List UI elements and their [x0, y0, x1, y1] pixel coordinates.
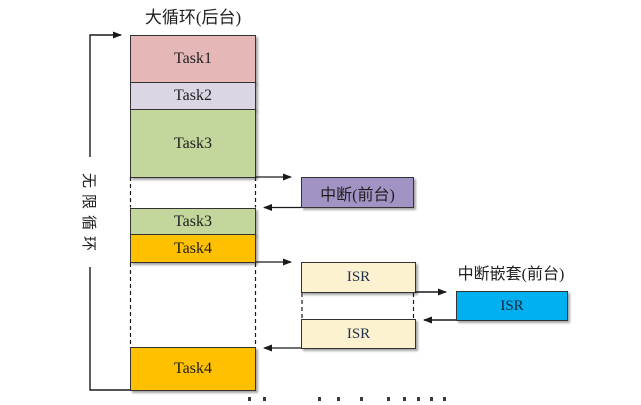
- interrupt-box: 中断(前台): [301, 177, 414, 208]
- nested-isr-box: ISR: [456, 291, 568, 321]
- task4-first-box: Task4: [130, 234, 256, 263]
- nested-interrupt-title: 中断嵌套(前台): [457, 266, 565, 283]
- task4-first-label: Task4: [174, 239, 212, 257]
- task3-first-label: Task3: [174, 134, 212, 152]
- isr-second-label: ISR: [346, 325, 371, 342]
- nested-isr-label: ISR: [500, 297, 524, 314]
- isr-first-label: ISR: [346, 269, 371, 285]
- task2-box: Task2: [130, 82, 256, 110]
- task3-first-box: Task3: [130, 109, 256, 178]
- task3-second-box: Task3: [130, 208, 256, 235]
- task2-label: Task2: [174, 87, 212, 104]
- task1-label: Task1: [174, 50, 212, 67]
- isr-first-box: ISR: [301, 262, 416, 293]
- big-loop-title: 大循环(后台): [144, 7, 242, 27]
- task1-box: Task1: [130, 35, 256, 83]
- task4-bottom-label: Task4: [174, 360, 212, 377]
- isr-second-box: ISR: [301, 319, 416, 349]
- task3-second-label: Task3: [174, 212, 212, 230]
- task4-bottom-box: Task4: [130, 347, 256, 391]
- infinite-loop-label: 无限循环: [79, 157, 101, 267]
- interrupt-label: 中断(前台): [320, 186, 395, 204]
- cutoff-caption: [0, 397, 641, 403]
